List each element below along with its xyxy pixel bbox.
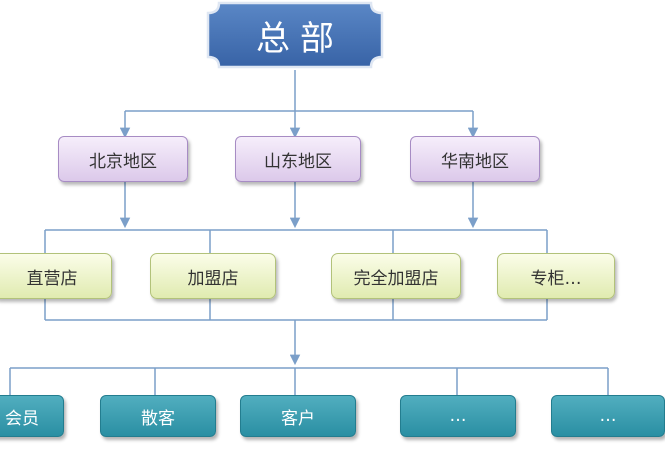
customer-label-more-2: …: [599, 406, 617, 426]
customer-node-more-2: …: [551, 395, 665, 437]
headquarters-shape: [206, 1, 384, 69]
customer-node-member: 会员: [0, 395, 64, 437]
customer-node-more-1: …: [400, 395, 516, 437]
store-node-franchise: 加盟店: [150, 253, 276, 299]
region-node-shandong: 山东地区: [235, 136, 361, 182]
region-node-huanan: 华南地区: [410, 136, 540, 182]
store-label-franchise: 加盟店: [187, 268, 239, 289]
store-node-counter: 专柜…: [497, 253, 615, 299]
region-node-beijing: 北京地区: [58, 136, 188, 182]
region-label-huanan: 华南地区: [441, 151, 509, 172]
headquarters-label: 总部: [256, 18, 344, 59]
customer-node-client: 客户: [240, 395, 356, 437]
store-label-direct: 直营店: [26, 268, 78, 289]
customer-label-client: 客户: [281, 408, 315, 429]
region-label-shandong: 山东地区: [264, 151, 332, 172]
customer-label-member: 会员: [5, 408, 39, 429]
store-label-full-franchise: 完全加盟店: [353, 268, 439, 289]
customer-node-walkin: 散客: [100, 395, 216, 437]
customer-label-more-1: …: [449, 406, 467, 426]
store-label-counter: 专柜…: [530, 268, 582, 289]
store-node-full-franchise: 完全加盟店: [331, 253, 461, 299]
headquarters-node: 总部: [205, 0, 385, 70]
customer-label-walkin: 散客: [141, 408, 175, 429]
store-node-direct: 直营店: [0, 253, 112, 299]
region-label-beijing: 北京地区: [89, 151, 157, 172]
